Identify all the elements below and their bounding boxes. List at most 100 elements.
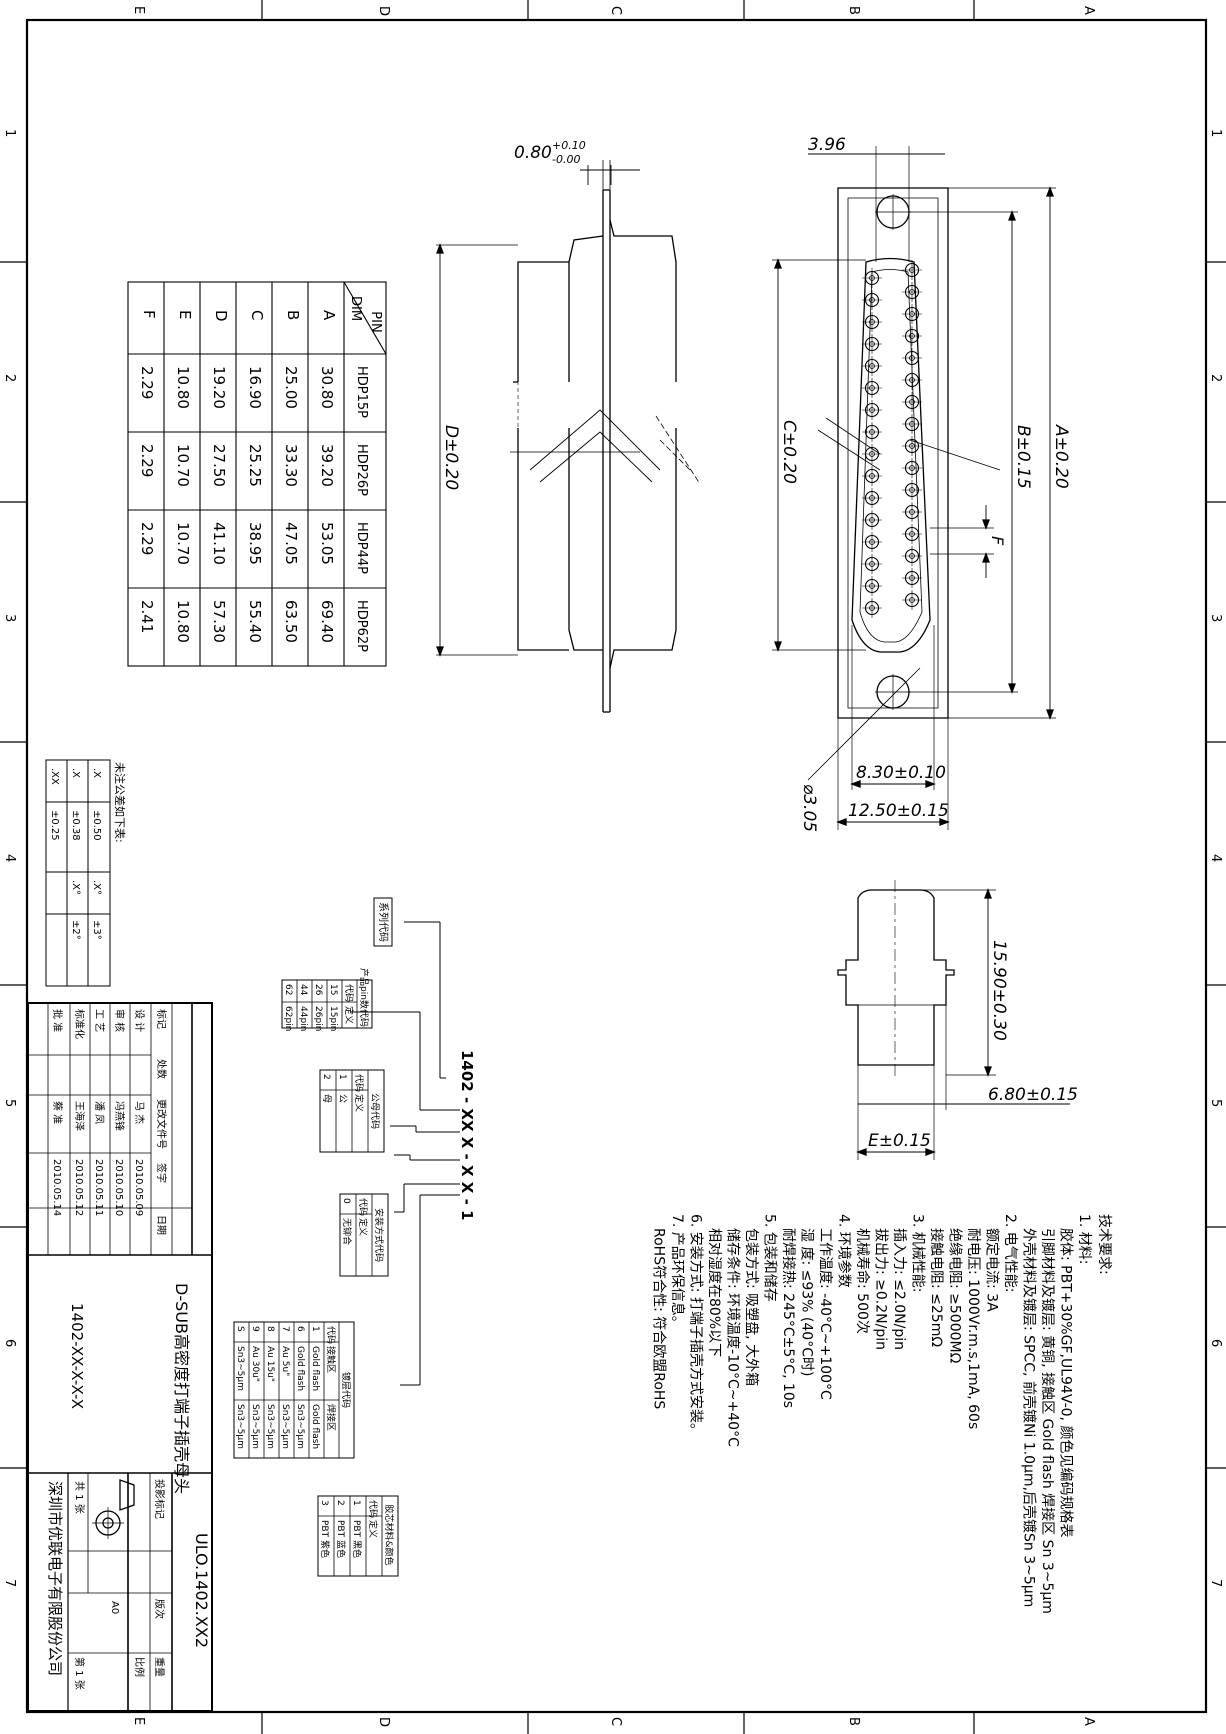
tech-note-line: 工作温度: -40°C~+100°C — [817, 1228, 833, 1400]
tolerance-cell: ±3° — [91, 920, 102, 940]
shell-tol-plus: +0.10 — [552, 139, 586, 152]
tolerance-cell: .X° — [91, 880, 102, 895]
gender-code-table-header: 代码 — [353, 1074, 364, 1092]
tolerance-cell: ±2° — [70, 920, 81, 940]
tech-note-line: 插入力: ≤2.0N/pin — [891, 1228, 907, 1350]
gender-code-table-cell: 2 — [321, 1074, 331, 1080]
sign-date: 2010.05.14 — [51, 1159, 62, 1216]
pin-code-table-cell: 62pin — [283, 1006, 293, 1031]
tech-note-line: 绝缘电阻: ≥5000MΩ — [947, 1228, 963, 1364]
dim-396: 3.96 — [808, 135, 846, 155]
dim-table-value: 2.29 — [138, 444, 156, 477]
plating-code-table-cell: 7 — [280, 1326, 290, 1332]
mount-code-table-cell: 无铆合 — [341, 1218, 353, 1245]
title-block: ULO.1402.XX2D-SUB高密度打端子插壳母头1402-XX-X-X-X… — [27, 1002, 213, 1712]
tolerance-cell: ±0.25 — [49, 810, 60, 841]
pin-code-table-cell: 44pin — [298, 1006, 308, 1031]
series-label: 系列代码 — [377, 902, 390, 942]
mount-code-table-title: 安装方式代码 — [373, 1208, 385, 1262]
tolerance-cell: ±0.50 — [91, 810, 102, 841]
insulator-code-table-cell: 1 — [351, 1500, 361, 1506]
zone-label-top: E — [131, 6, 146, 14]
dim-hole: ⌀3.05 — [799, 784, 819, 832]
dim-1590: 15.90±0.30 — [989, 940, 1009, 1041]
plating-code-table-cell: Sn3~5μm — [295, 1404, 305, 1449]
pin-code-table-cell: 62 — [283, 984, 293, 995]
shell-thickness-dim: 0.80 — [514, 143, 552, 163]
dim-table-value: 19.20 — [210, 366, 228, 409]
gender-code-table-cell: 1 — [337, 1074, 347, 1080]
sign-date: 2010.05.12 — [73, 1159, 84, 1216]
sign-role: 工 艺 — [93, 1009, 105, 1032]
pin-code-table-cell: 26pin — [313, 1006, 323, 1031]
tech-note-line: 接触电阻: ≤25mΩ — [928, 1228, 945, 1347]
plating-code-table-cell: Sn3~5μm — [265, 1404, 275, 1449]
zone-label-top: A — [1081, 6, 1096, 15]
zone-label-bottom: B — [846, 1717, 861, 1726]
plating-code-table-header: 焊接区 — [325, 1404, 337, 1431]
sheet-size: A0 — [109, 1601, 120, 1614]
tech-note-line: 5. 包装和储存 — [762, 1214, 778, 1302]
sign-role: 标准化 — [73, 1009, 86, 1039]
sign-name: 王海泽 — [73, 1101, 86, 1131]
dim-table-value: 27.50 — [210, 444, 228, 487]
plating-code-table-title: 镀层代码 — [340, 1372, 352, 1408]
contact-holes — [862, 260, 922, 618]
tolerance-cell: .X — [70, 768, 81, 778]
sign-date: 2010.05.10 — [113, 1159, 124, 1216]
pin-code-table-header: 代码 — [343, 984, 354, 1002]
mount-code-table-header: 定义 — [357, 1218, 369, 1236]
front-view — [772, 146, 1056, 830]
tolerance-table: 未注公差如下表: .X±0.50.X°±3°.X±0.38.X°±2°.XX±0… — [45, 759, 127, 987]
tech-note-line: 2. 电气性能: — [1002, 1214, 1018, 1293]
zone-label-left: 4 — [2, 854, 17, 862]
pin-code-table-cell: 44 — [298, 984, 308, 996]
zone-label-right: 5 — [1208, 1099, 1223, 1107]
sign-name: 潘 凤 — [93, 1101, 105, 1124]
technical-requirements: 技术要求:1. 材料:胶体: PBT+30%GF,UL94V-0, 颜色见编码规… — [651, 1214, 1113, 1614]
tech-note-line: 耐焊接热: 245°C±5°C, 10s — [780, 1228, 797, 1408]
tolerance-cell: .X — [91, 768, 102, 778]
dimension-table: PIN DIM HDP15PHDP26PHDP44PHDP62PA30.8039… — [127, 281, 387, 667]
plating-code-table-cell: Au 5u" — [280, 1346, 290, 1376]
dim-table-value: 25.25 — [246, 444, 264, 487]
dim-d-label: D±0.20 — [441, 425, 461, 490]
dim-table-corner-dim: DIM — [348, 296, 363, 321]
plating-code-table-cell: Au 15u" — [265, 1346, 275, 1382]
insulator-code-table-cell: 3 — [319, 1500, 329, 1506]
dim-table-value: 10.80 — [174, 600, 192, 643]
insulator-code-table-cell: 2 — [335, 1500, 345, 1506]
tech-note-line: 4. 环境参数 — [836, 1214, 853, 1288]
zone-label-left: 6 — [2, 1339, 17, 1347]
dim-table-value: 2.29 — [138, 522, 156, 555]
tech-note-line: 技术要求: — [1096, 1214, 1112, 1275]
insulator-code-table-cell: PBT 黑色 — [351, 1520, 363, 1558]
sign-name: 冯燕锋 — [113, 1101, 126, 1131]
zone-label-left: 2 — [2, 374, 17, 382]
side-view — [436, 160, 701, 713]
pin-code-table-title: 产品pin数代码 — [358, 968, 370, 1027]
pin-code-table-cell: 15pin — [328, 1006, 338, 1031]
tech-note-line: 包装方式: 吸塑盘, 大外箱 — [743, 1228, 760, 1386]
plating-code-table-cell: Au 30u" — [250, 1346, 260, 1382]
dim-table-col-header: HDP62P — [354, 600, 369, 652]
sign-date: 2010.05.09 — [133, 1159, 144, 1216]
dim-table-value: 38.95 — [246, 522, 264, 565]
dim-table-value: 69.40 — [318, 600, 336, 643]
plating-code-table-cell: Sn3~5μm — [280, 1404, 290, 1449]
dim-table-col-header: HDP15P — [354, 366, 369, 418]
dim-table-value: 2.41 — [138, 600, 156, 633]
weight-label: 重量 — [153, 1657, 166, 1677]
title-block-header: 日期 — [155, 1215, 167, 1235]
dim-e-label: E±0.15 — [868, 1131, 931, 1151]
dim-680: 6.80±0.15 — [988, 1085, 1078, 1105]
tech-note-line: 湿 度: ≤93% (40°C时) — [799, 1228, 815, 1376]
dim-table-value: 63.50 — [282, 600, 300, 643]
part-code-tree — [350, 921, 460, 1386]
tech-note-line: 外壳材料及镀层: SPCC, 前壳镀Ni 1.0μm,后壳镀Sn 3~5μm — [1021, 1228, 1038, 1607]
tolerance-cell: ±0.38 — [70, 810, 81, 841]
plating-code-table-cell: 6 — [295, 1326, 305, 1332]
mount-code-table-header: 代码 — [357, 1198, 368, 1216]
